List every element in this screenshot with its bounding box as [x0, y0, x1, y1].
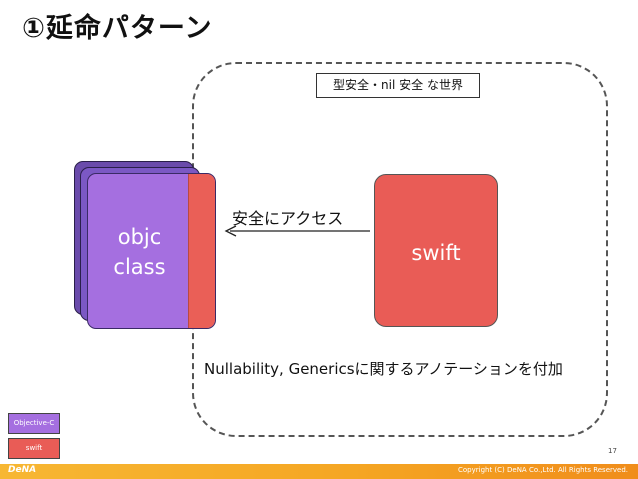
swift-extension-strip	[188, 174, 215, 328]
objc-class-label: objc class	[88, 222, 191, 282]
arrow-label: 安全にアクセス	[232, 209, 344, 228]
swift-box-label: swift	[411, 241, 461, 265]
objc-class-box: objc class	[87, 173, 216, 329]
page-number: 17	[608, 447, 617, 455]
safe-world-label: 型安全・nil 安全 な世界	[316, 73, 480, 98]
swift-box: swift	[374, 174, 498, 327]
objc-label-line1: objc	[117, 225, 162, 249]
objc-label-line2: class	[113, 255, 166, 279]
slide-title: ①延命パターン	[22, 13, 213, 44]
legend-objective-c: Objective-C	[8, 413, 60, 434]
dena-logo: DeNA	[8, 465, 37, 475]
copyright-text: Copyright (C) DeNA Co.,Ltd. All Rights R…	[458, 466, 628, 474]
footer-bar: DeNA Copyright (C) DeNA Co.,Ltd. All Rig…	[0, 464, 638, 479]
annotation-text: Nullability, Genericsに関するアノテーションを付加	[204, 360, 563, 378]
legend-swift: swift	[8, 438, 60, 459]
left-arrow-icon	[224, 225, 370, 237]
